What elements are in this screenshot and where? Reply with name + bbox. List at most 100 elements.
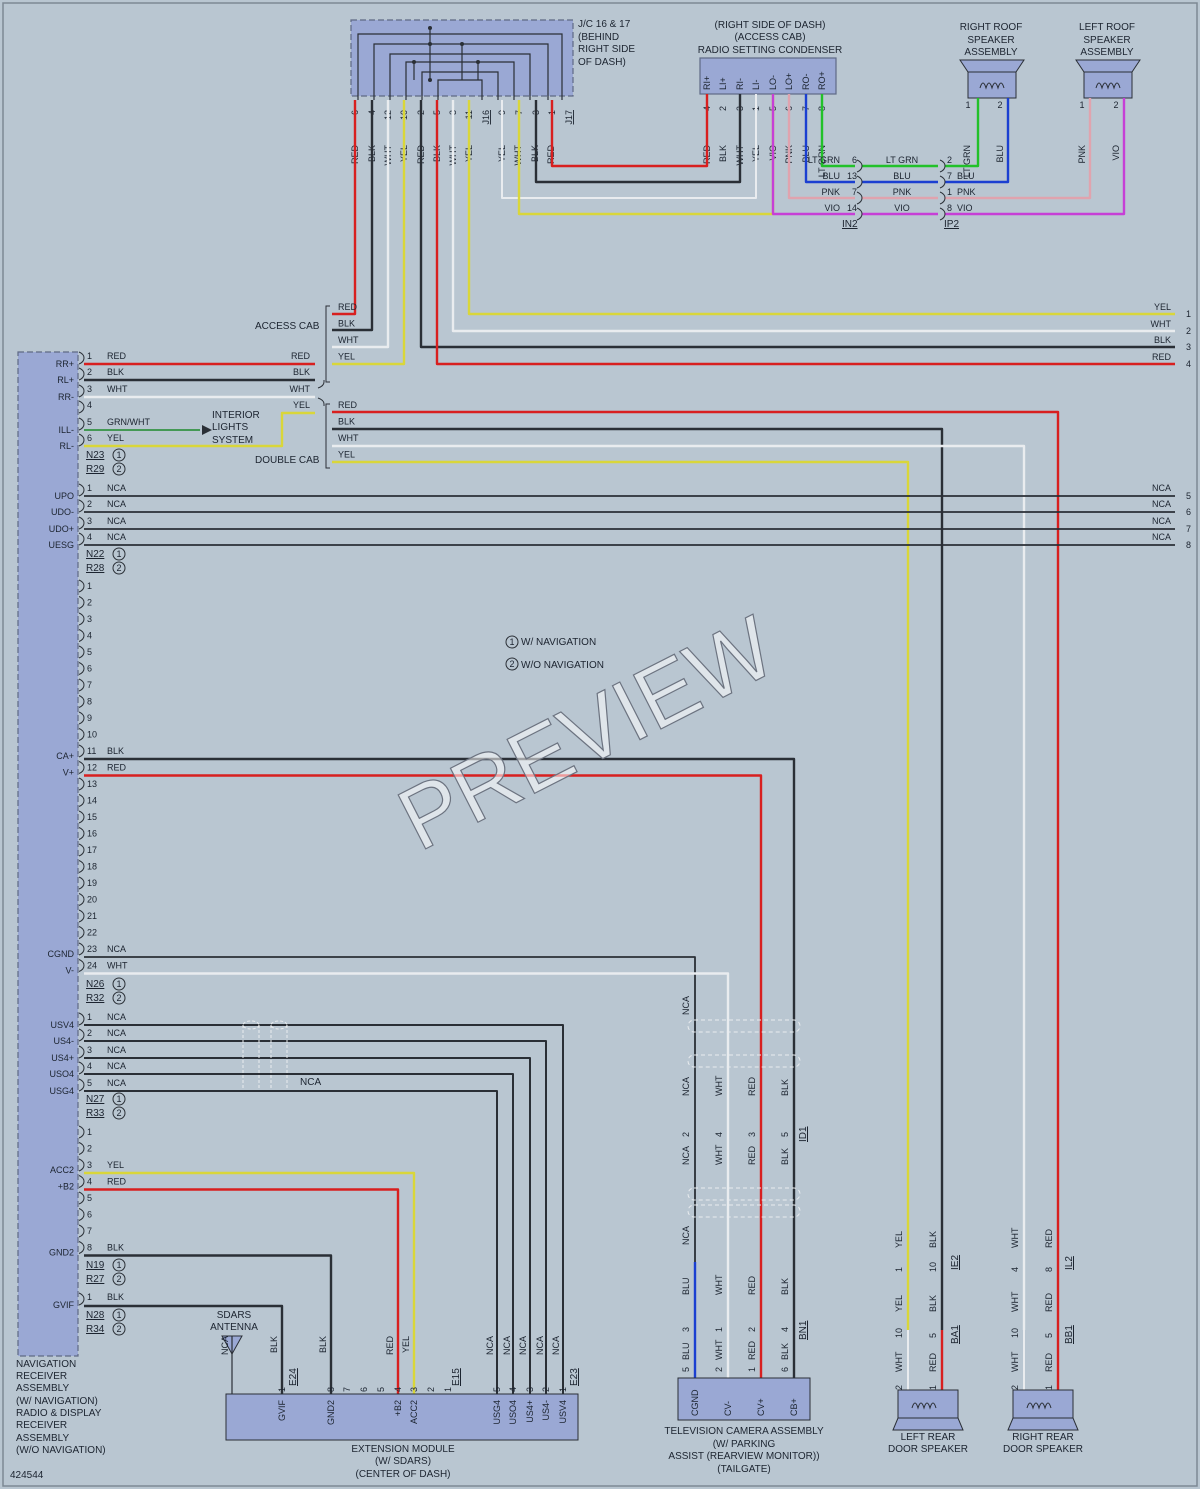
left-rear-label-line: DOOR SPEAKER	[888, 1444, 968, 1455]
tv-wire-label: BLK	[780, 1148, 790, 1165]
ext-pin: 1	[558, 1387, 568, 1392]
connector-tick	[78, 1241, 85, 1254]
nav-pin-signal: US4-	[53, 1036, 74, 1046]
ext-pin: 4	[393, 1387, 403, 1392]
nav-wire-to: WHT	[290, 384, 311, 394]
connector-tick	[78, 1158, 85, 1172]
double-blk	[332, 427, 944, 1330]
tv-pin-num: 3	[747, 1132, 757, 1137]
condenser-pin: RO+	[817, 71, 827, 90]
nav-pin-number: 8	[87, 1243, 92, 1253]
access-out-wire: YEL	[1154, 302, 1171, 312]
splice-pin: 14	[847, 203, 857, 213]
nav-receiver-label-line: (W/O NAVIGATION)	[16, 1445, 106, 1456]
ext-pin: 4	[508, 1387, 518, 1392]
connector-code: R29	[86, 464, 105, 475]
ext-wire-label: NCA	[220, 1336, 230, 1355]
rear-wire-label: WHT	[1010, 1291, 1020, 1312]
jc-pin: J17	[564, 110, 574, 125]
ext-wire-label: NCA	[518, 1336, 528, 1355]
navigation-receiver: NAVIGATION RECEIVER ASSEMBLY (W/ NAVIGAT…	[10, 351, 106, 1481]
connector-code: ID1	[798, 1126, 809, 1142]
access-bundle-label: WHT	[338, 335, 359, 345]
condenser-pin: RI-	[735, 78, 745, 90]
option-marker-num: 1	[116, 979, 121, 989]
left-roof-speaker: LEFT ROOF SPEAKER ASSEMBLY 1 2	[1075, 22, 1141, 110]
tv-shield	[687, 1187, 801, 1201]
connector-code: R33	[86, 1108, 105, 1119]
rr-wire-label: BLU	[995, 145, 1005, 163]
tv-wire-label: BLK	[780, 1278, 790, 1295]
nav-wire-color: NCA	[107, 516, 126, 526]
tv-wire-label: NCA	[681, 1146, 691, 1165]
sdars-label-line: SDARS	[217, 1310, 252, 1321]
nav-pin-number: 2	[87, 1028, 92, 1038]
legend-no-nav: W/O NAVIGATION	[521, 660, 604, 671]
nav-pin-number: 4	[87, 1177, 92, 1187]
condenser-pin: LI-	[751, 79, 761, 90]
connector-tick	[78, 417, 85, 431]
tv-pin-num: 2	[681, 1132, 691, 1137]
right-roof-speaker: RIGHT ROOF SPEAKER ASSEMBLY 1 2	[959, 22, 1025, 110]
nav-pin-number: 15	[87, 812, 97, 822]
double-bundle-label: RED	[338, 400, 358, 410]
nav-pin-signal: ILL-	[58, 425, 74, 435]
nav-pin-number: 6	[87, 664, 92, 674]
connector-tick	[78, 499, 85, 513]
tv-wire-label: RED	[747, 1340, 757, 1360]
nav-pin-number: 1	[87, 351, 92, 361]
cond-pnk	[787, 94, 855, 200]
right-rear-door-speaker: RIGHT REAR DOOR SPEAKER	[1003, 1389, 1083, 1455]
tv-nca	[84, 956, 696, 1378]
access-out-wire: BLK	[1154, 335, 1171, 345]
connector-code: R27	[86, 1274, 105, 1285]
nav-wire-color: NCA	[107, 1028, 126, 1038]
wire-layer	[84, 94, 1175, 1394]
nav-receiver-label-line: ASSEMBLY	[16, 1383, 69, 1394]
nav-pin-signal: RL+	[57, 375, 74, 385]
nav-pin-number: 1	[87, 581, 92, 591]
nav-wire-color: BLK	[107, 1243, 124, 1253]
right-roof-label-line: ASSEMBLY	[964, 47, 1017, 58]
rear-pin-num: 4	[1010, 1267, 1020, 1272]
out-num: 7	[1186, 524, 1191, 534]
nav-wire-color: RED	[107, 763, 127, 773]
tv-pin-label: CV+	[756, 1398, 766, 1416]
connector-tick	[78, 1224, 85, 1238]
tv-wire-label: RED	[747, 1145, 757, 1165]
rear-pin-num: 10	[928, 1262, 938, 1272]
nav-wire-color: BLK	[107, 1292, 124, 1302]
nav-pin-number: 24	[87, 961, 97, 971]
option-marker-num: 2	[116, 1324, 121, 1334]
condenser-pin: LO-	[768, 75, 778, 90]
tv-pin-label: CV-	[723, 1401, 733, 1416]
connector-tick	[78, 612, 85, 626]
interior-lights-system: INTERIOR LIGHTS SYSTEM	[202, 410, 260, 446]
rear-pin-num: 5	[928, 1333, 938, 1338]
nav-receiver-label-line: ASSEMBLY	[16, 1433, 69, 1444]
nav-pin-signal: USG4	[49, 1086, 74, 1096]
access-cab-bracket: ACCESS CAB	[255, 305, 330, 389]
tv-pin-num: 4	[714, 1132, 724, 1137]
n27-nca-2	[84, 1057, 531, 1394]
option-marker	[112, 1258, 126, 1272]
nav-pin-signal: UDO+	[49, 524, 74, 534]
option-marker	[112, 448, 126, 462]
tv-camera-label-line: (TAILGATE)	[717, 1464, 771, 1475]
splice-pin: 8	[947, 203, 952, 213]
b2-red	[84, 1188, 400, 1394]
access-bundle-label: YEL	[338, 352, 355, 362]
option-marker	[112, 1106, 126, 1120]
nav-pin-number: 3	[87, 1160, 92, 1170]
connector-tick	[78, 794, 85, 807]
splice-wire: PNK	[821, 187, 840, 197]
connector-tick	[78, 1142, 85, 1155]
ext-pin: 3	[525, 1387, 535, 1392]
cond-blu	[804, 94, 855, 184]
option-marker	[112, 1308, 126, 1322]
tv-wire-label: NCA	[681, 996, 691, 1015]
access-bundle-label: RED	[338, 302, 358, 312]
tv-wire-label: NCA	[681, 1226, 691, 1245]
nav-pin-number: 5	[87, 647, 92, 657]
tv-pin-num: 5	[681, 1367, 691, 1372]
